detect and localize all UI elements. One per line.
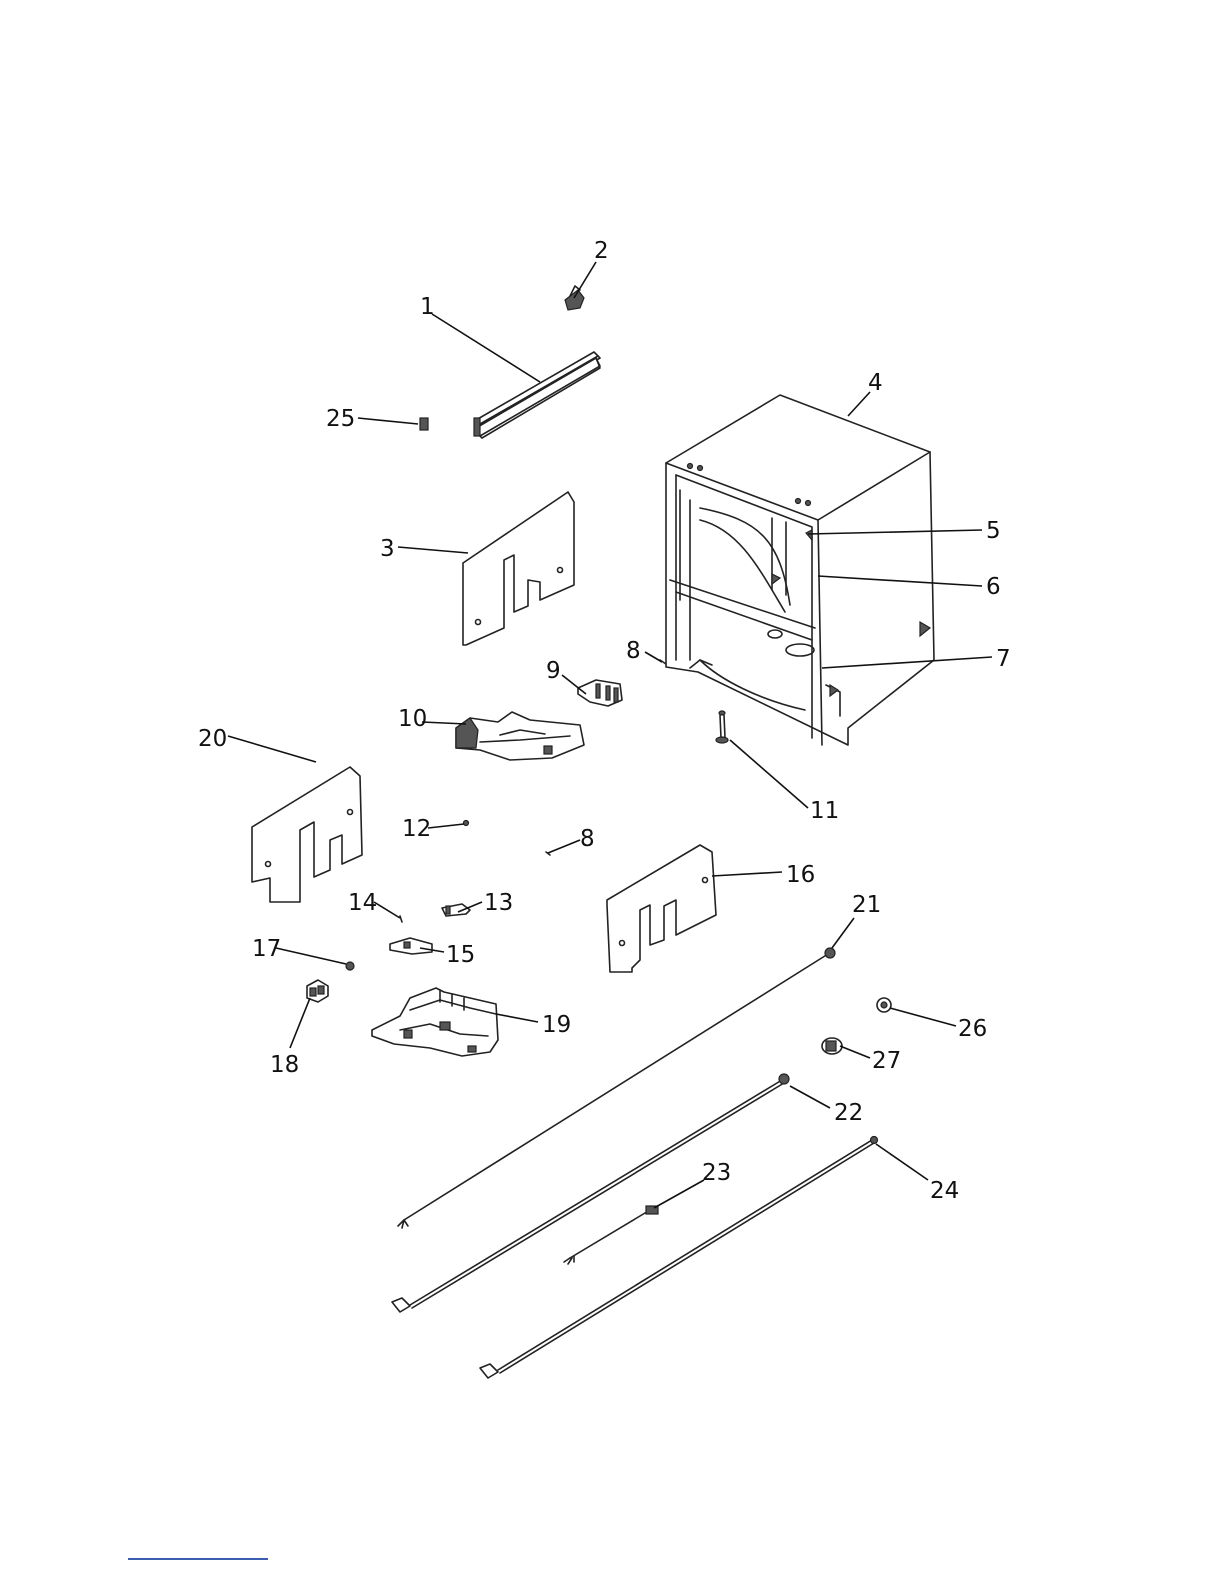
part-27-fitting [822, 1038, 842, 1054]
callout-5: 5 [986, 518, 1001, 544]
part-25-clip [420, 418, 428, 430]
callout-8-upper: 8 [626, 638, 641, 664]
leader-19 [496, 1014, 538, 1022]
part-16-panel [607, 845, 716, 972]
callout-10: 10 [398, 706, 427, 732]
leader-1 [432, 314, 540, 382]
leader-27 [840, 1046, 870, 1058]
callout-6: 6 [986, 574, 1001, 600]
callout-13: 13 [484, 890, 513, 916]
part-23-harness [564, 1206, 658, 1264]
part-17-nut [346, 962, 354, 970]
callout-23: 23 [702, 1160, 731, 1186]
callout-12: 12 [402, 816, 431, 842]
leader-26 [890, 1008, 956, 1026]
leader-11 [730, 740, 808, 808]
leader-3 [398, 547, 468, 553]
callout-7: 7 [996, 646, 1011, 672]
leader-16 [712, 872, 782, 876]
callout-labels: 1 2 3 4 5 6 7 8 8 9 10 11 12 13 14 15 16… [198, 238, 1011, 1204]
part-19-base [372, 988, 498, 1056]
callout-18: 18 [270, 1052, 299, 1078]
leader-14 [374, 902, 400, 918]
leader-22 [790, 1086, 830, 1108]
callout-21: 21 [852, 892, 881, 918]
part-10-assembly [456, 712, 584, 760]
part-12-screw [464, 821, 469, 826]
part-11-leg [716, 711, 728, 743]
part-4-cabinet [666, 395, 934, 745]
leader-24 [876, 1144, 928, 1180]
callout-15: 15 [446, 942, 475, 968]
footer-rule [128, 1558, 268, 1560]
leader-8a [645, 652, 662, 662]
part-3-panel [463, 492, 574, 645]
callout-24: 24 [930, 1178, 959, 1204]
leader-20 [228, 736, 316, 762]
callout-1: 1 [420, 294, 435, 320]
callout-26: 26 [958, 1016, 987, 1042]
part-14-pin [400, 916, 402, 922]
callout-17: 17 [252, 936, 281, 962]
part-24-tube [480, 1137, 878, 1379]
part-15-bracket [390, 938, 432, 954]
leader-4 [848, 392, 870, 416]
leader-23 [654, 1180, 704, 1208]
leader-8b [548, 840, 580, 853]
callout-2: 2 [594, 238, 609, 264]
part-26-fitting [877, 998, 891, 1012]
callout-27: 27 [872, 1048, 901, 1074]
callout-4: 4 [868, 370, 883, 396]
leader-9 [562, 675, 586, 694]
part-13-latch [442, 904, 470, 916]
callout-19: 19 [542, 1012, 571, 1038]
leader-25 [358, 418, 418, 424]
part-22-hose [392, 1074, 789, 1312]
callout-3: 3 [380, 536, 395, 562]
callout-22: 22 [834, 1100, 863, 1126]
leader-17 [276, 948, 346, 964]
leader-18 [290, 998, 310, 1048]
leader-12 [428, 824, 464, 828]
callout-11: 11 [810, 798, 839, 824]
callout-8-lower: 8 [580, 826, 595, 852]
part-20-panel [252, 767, 362, 902]
part-1-rail [474, 352, 600, 438]
leader-21 [832, 918, 854, 948]
callout-16: 16 [786, 862, 815, 888]
callout-20: 20 [198, 726, 227, 752]
callout-25: 25 [326, 406, 355, 432]
leader-10 [422, 722, 466, 724]
callout-9: 9 [546, 658, 561, 684]
callout-14: 14 [348, 890, 377, 916]
leader-2 [574, 262, 596, 298]
